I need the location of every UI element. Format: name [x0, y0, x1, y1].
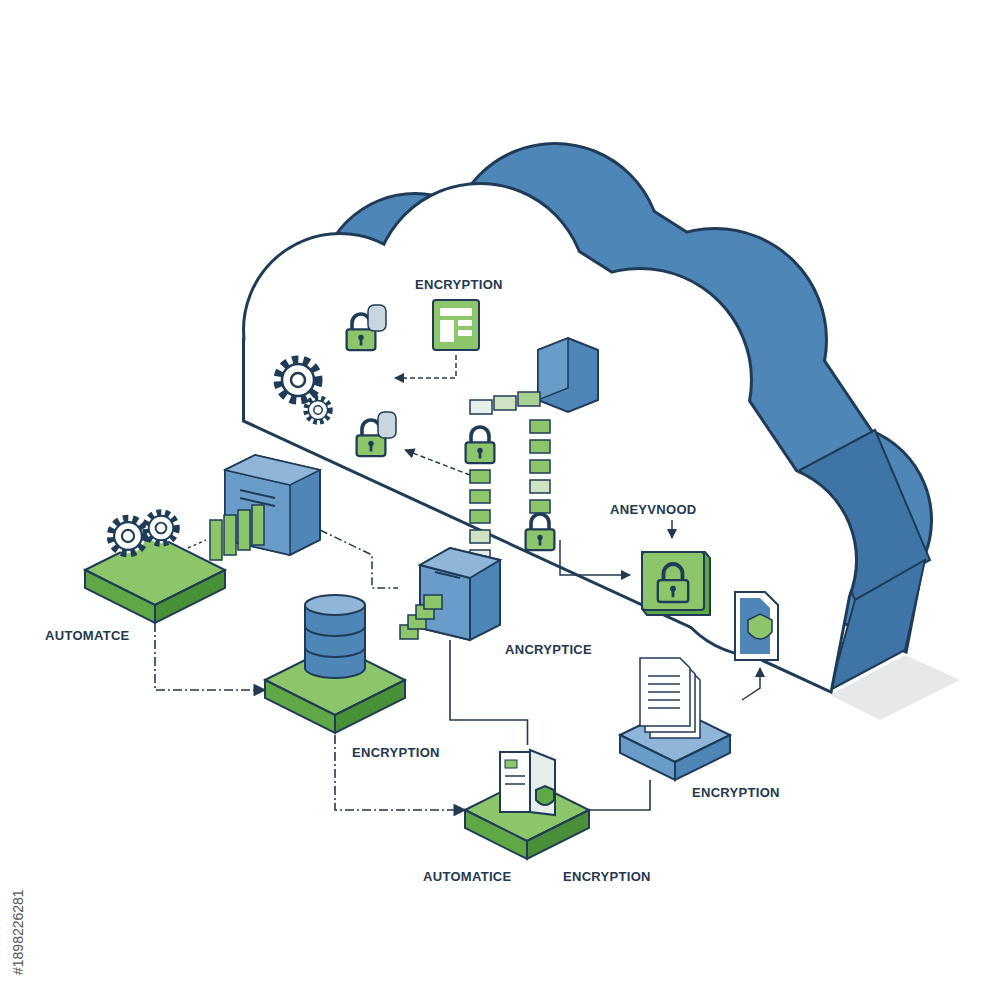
node-label: AUTOMATCE — [45, 628, 130, 643]
paper-stack-platform — [620, 658, 730, 780]
diagram-node: AUTOMATICEENCRYPTION — [465, 745, 590, 861]
database-platform — [265, 595, 405, 733]
node-label: ENCRYPTION — [563, 869, 651, 884]
node-label: ANEYVNOOD — [610, 502, 697, 517]
cloud-icons — [278, 300, 778, 700]
flow-connector — [335, 735, 465, 810]
diagram-node: AUTOMATCE — [85, 535, 225, 623]
central-server — [400, 548, 500, 640]
node-label: AUTOMATICE — [423, 869, 511, 884]
diagram-node: ANCRYPTICE — [400, 545, 500, 640]
flow-connector — [590, 780, 650, 810]
gear-platform — [85, 513, 225, 623]
document-platform — [465, 750, 589, 859]
node-label: ENCRYPTION — [352, 745, 440, 760]
cloud-front — [245, 185, 855, 690]
diagram-node: ANEYVNOOD — [640, 550, 710, 616]
diagram-node: ENCRYPTION — [265, 590, 405, 735]
node-label: ENCRYPTION — [415, 277, 503, 292]
diagram-node: ENCRYPTION ANEYVNOOD — [240, 185, 860, 690]
diagram-node: ENCRYPTION — [620, 655, 730, 780]
cloud-shadow — [830, 655, 960, 720]
node-label: ANCRYPTICE — [505, 642, 592, 657]
flow-connector — [155, 623, 265, 690]
node-label: ENCRYPTION — [692, 785, 780, 800]
watermark-number: #1898226281 — [10, 889, 26, 975]
